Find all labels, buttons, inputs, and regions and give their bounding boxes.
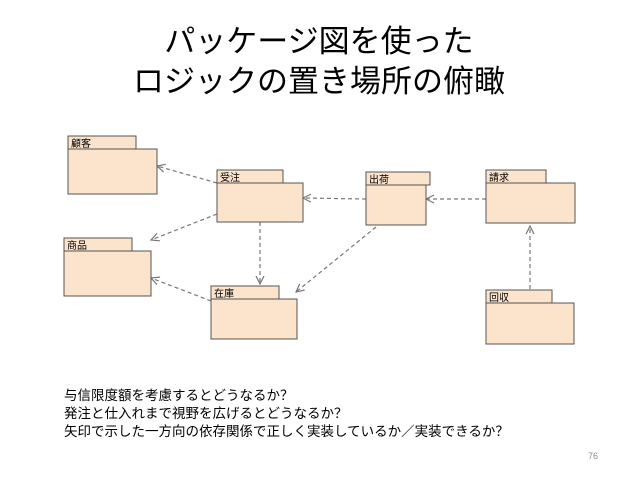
package-shukka-label: 出荷 xyxy=(369,173,389,186)
package-kokyaku: 顧客 xyxy=(67,135,158,195)
dependency-zaiko-shohin xyxy=(151,278,212,302)
package-zaiko-label: 在庫 xyxy=(214,287,234,300)
dependency-shukka-juchu xyxy=(303,198,367,199)
question-item: 与信限度額を考慮するとどうなるか？ xyxy=(64,388,294,404)
slide-title-line1: パッケージ図を使った xyxy=(164,24,474,60)
package-juchu: 受注 xyxy=(216,169,304,223)
package-shohin: 商品 xyxy=(63,237,152,297)
discussion-questions: 与信限度額を考慮するとどうなるか？ 発注と仕入れまで視野を広げるとどうなるか？ … xyxy=(64,387,509,441)
question-item: 矢印で示した一方向の依存関係で正しく実装しているか／実装できるか？ xyxy=(64,424,509,440)
package-shohin-label: 商品 xyxy=(67,239,87,252)
package-zaiko: 在庫 xyxy=(210,285,298,340)
package-seikyu-label: 請求 xyxy=(489,171,509,184)
dependency-arrows xyxy=(151,166,530,303)
package-kokyaku-label: 顧客 xyxy=(71,137,91,150)
package-shukka: 出荷 xyxy=(365,171,431,226)
package-kaishu: 回収 xyxy=(485,289,575,345)
package-juchu-label: 受注 xyxy=(220,171,240,184)
page-number: 76 xyxy=(588,451,599,461)
dependency-juchu-kokyaku xyxy=(157,166,218,184)
package-seikyu: 請求 xyxy=(485,169,576,224)
package-kaishu-label: 回収 xyxy=(489,292,509,304)
dependency-shukka-zaiko xyxy=(296,226,377,292)
slide-title-line2: ロジックの置き場所の俯瞰 xyxy=(133,64,505,100)
question-item: 発注と仕入れまで視野を広げるとどうなるか？ xyxy=(64,406,348,422)
dependency-juchu-shohin xyxy=(151,213,218,240)
